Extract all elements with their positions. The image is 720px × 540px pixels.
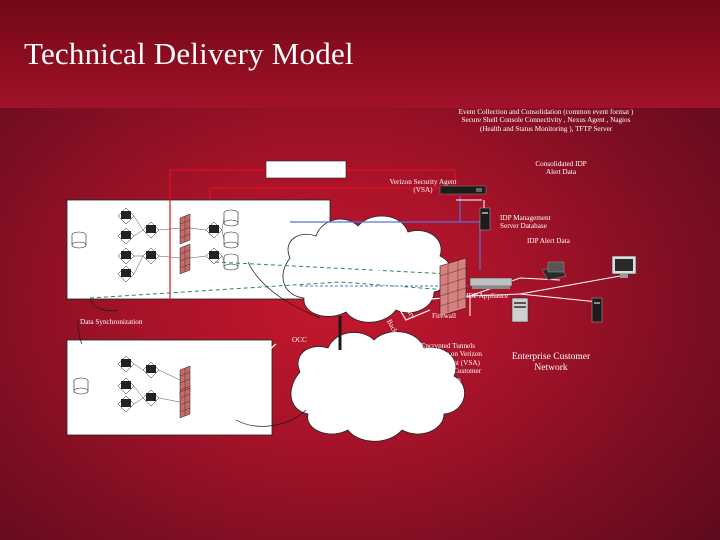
header-band <box>0 0 720 108</box>
vsa-appliance <box>439 185 487 195</box>
tower-server-b <box>591 297 603 323</box>
event-box <box>265 160 347 179</box>
idp-management-server <box>479 207 491 231</box>
label-idp-management: IDP Management Server Database <box>500 214 551 231</box>
label-consolidated-alert: Consolidated IDP Alert Data <box>535 160 587 177</box>
idp-appliance-device <box>469 277 513 289</box>
label-data-synchronization: Data Synchronization <box>80 318 143 326</box>
label-vsa: Verizon Security Agent (VSA) <box>389 178 457 195</box>
label-idp-alert-data: IDP Alert Data <box>527 237 570 245</box>
data-center-bottom-box <box>66 339 273 436</box>
label-firewall: Firewall <box>432 312 456 320</box>
label-encrypted-tunnel: Encrypted Tunnels Terminating on Verizon… <box>413 342 483 384</box>
label-remote-power: Remote Power Management <box>394 240 437 257</box>
firewall-device <box>439 257 467 317</box>
slide-title: Technical Delivery Model <box>24 36 354 71</box>
monitor-device <box>611 255 637 278</box>
tower-server-a <box>511 297 529 323</box>
cloud-bottom <box>290 331 465 442</box>
label-enterprise-network: Enterprise Customer Network <box>511 352 591 373</box>
label-event-collection: Event Collection and Consolidation (comm… <box>458 108 634 133</box>
laptop-device <box>541 261 567 281</box>
occ-arrows <box>261 207 277 357</box>
label-occ-top: OCC <box>304 205 319 213</box>
label-occ-bottom: OCC <box>292 336 307 344</box>
label-idp-appliance: IDP Appliance <box>466 292 509 300</box>
